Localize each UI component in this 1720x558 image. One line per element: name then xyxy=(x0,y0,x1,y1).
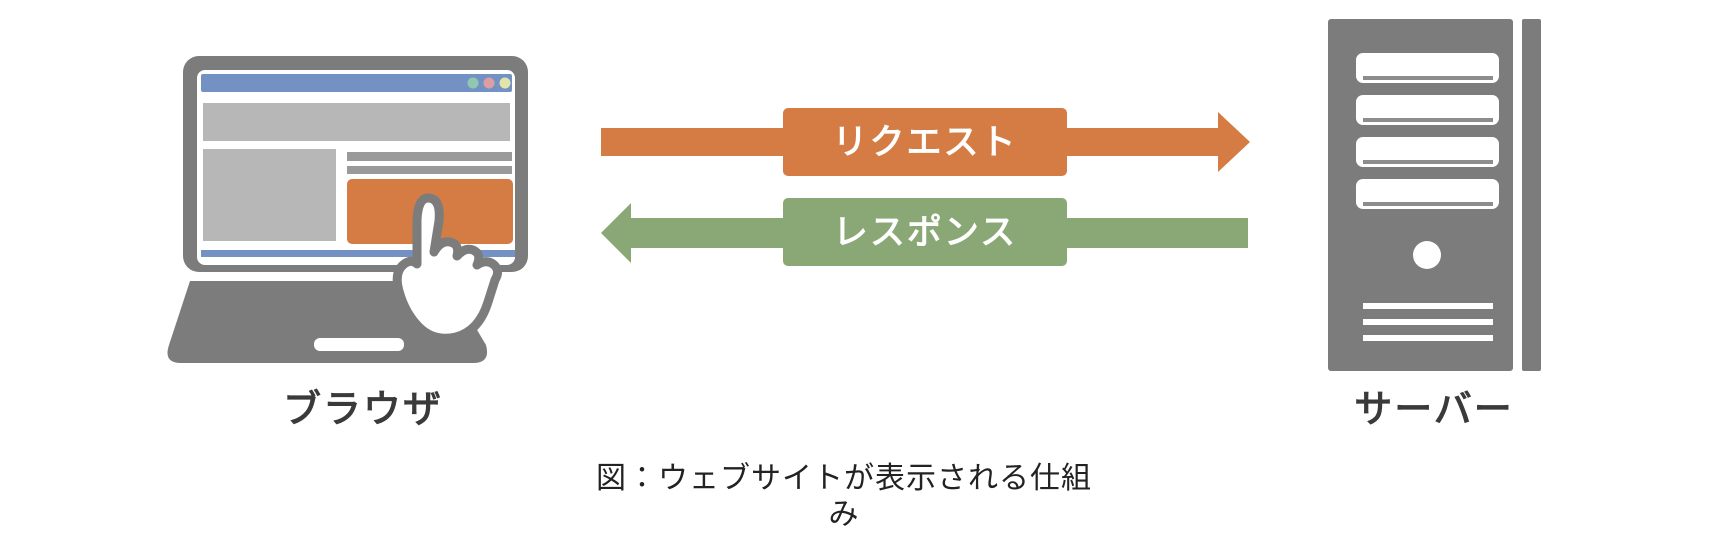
server-drive-bays xyxy=(1356,53,1499,209)
page-text-line xyxy=(347,166,512,174)
server-vent-lines xyxy=(1363,303,1493,341)
browser-label: ブラウザ xyxy=(282,389,443,431)
page-header-block xyxy=(203,103,510,141)
browser-titlebar xyxy=(201,74,512,92)
response-arrow-label: レスポンス xyxy=(783,198,1067,266)
laptop-trackpad-slot xyxy=(314,338,404,351)
request-arrow-label: リクエスト xyxy=(783,108,1067,176)
window-dot-icon xyxy=(467,77,479,89)
page-text-line xyxy=(347,152,512,161)
page-side-block xyxy=(203,149,336,241)
server-label: サーバー xyxy=(1354,389,1514,431)
server-side-panel xyxy=(1522,19,1541,371)
browser-statusbar xyxy=(201,250,515,257)
server-power-button-icon xyxy=(1413,241,1441,269)
browser-laptop-icon xyxy=(167,56,528,363)
server-icon xyxy=(1328,19,1541,371)
window-dot-icon xyxy=(483,77,495,89)
figure-caption: 図：ウェブサイトが表示される仕組み xyxy=(596,462,1092,531)
hand-cursor-icon xyxy=(392,193,503,343)
window-dot-icon xyxy=(499,77,511,89)
